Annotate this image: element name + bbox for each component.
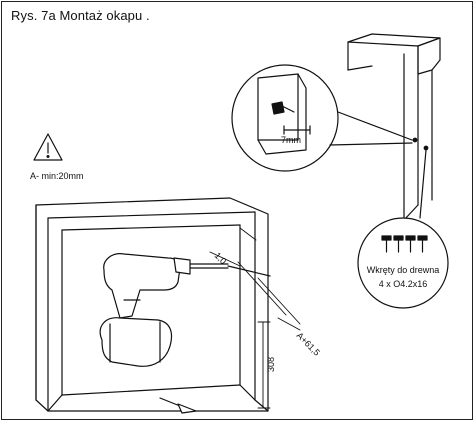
detail-dimension: 7mm <box>281 135 301 145</box>
dimension-lines <box>209 227 301 409</box>
drill-icon <box>99 253 271 367</box>
wall-cabinet <box>347 33 441 221</box>
screw-icon <box>381 235 428 253</box>
warning-triangle-icon <box>33 133 63 161</box>
dimension-diagonal: A+61,5 <box>295 330 322 357</box>
figure-title: Rys. 7a Montaż okapu . <box>11 8 150 23</box>
screws-label-line2: 4 x O4.2x16 <box>379 279 428 289</box>
cabinet-box <box>35 197 269 414</box>
detail-magnifier <box>231 64 413 172</box>
dimension-vertical: 308 <box>266 357 276 372</box>
screws-callout <box>357 149 449 309</box>
warning-label: A- min:20mm <box>30 171 84 181</box>
screws-label-line1: Wkręty do drewna <box>367 265 440 275</box>
